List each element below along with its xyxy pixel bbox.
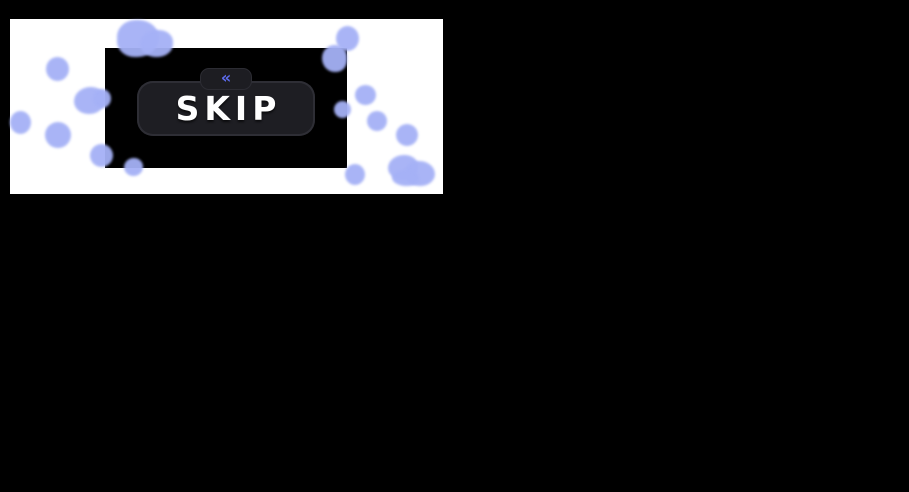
double-chevron-left-icon: « [220,67,232,87]
collapse-button[interactable]: « [200,68,252,90]
game-stage: SKIP « [105,48,347,168]
skip-button-label: SKIP [175,89,282,128]
game-viewport-panel: SKIP « [10,19,443,194]
skip-button[interactable]: SKIP [137,81,315,136]
